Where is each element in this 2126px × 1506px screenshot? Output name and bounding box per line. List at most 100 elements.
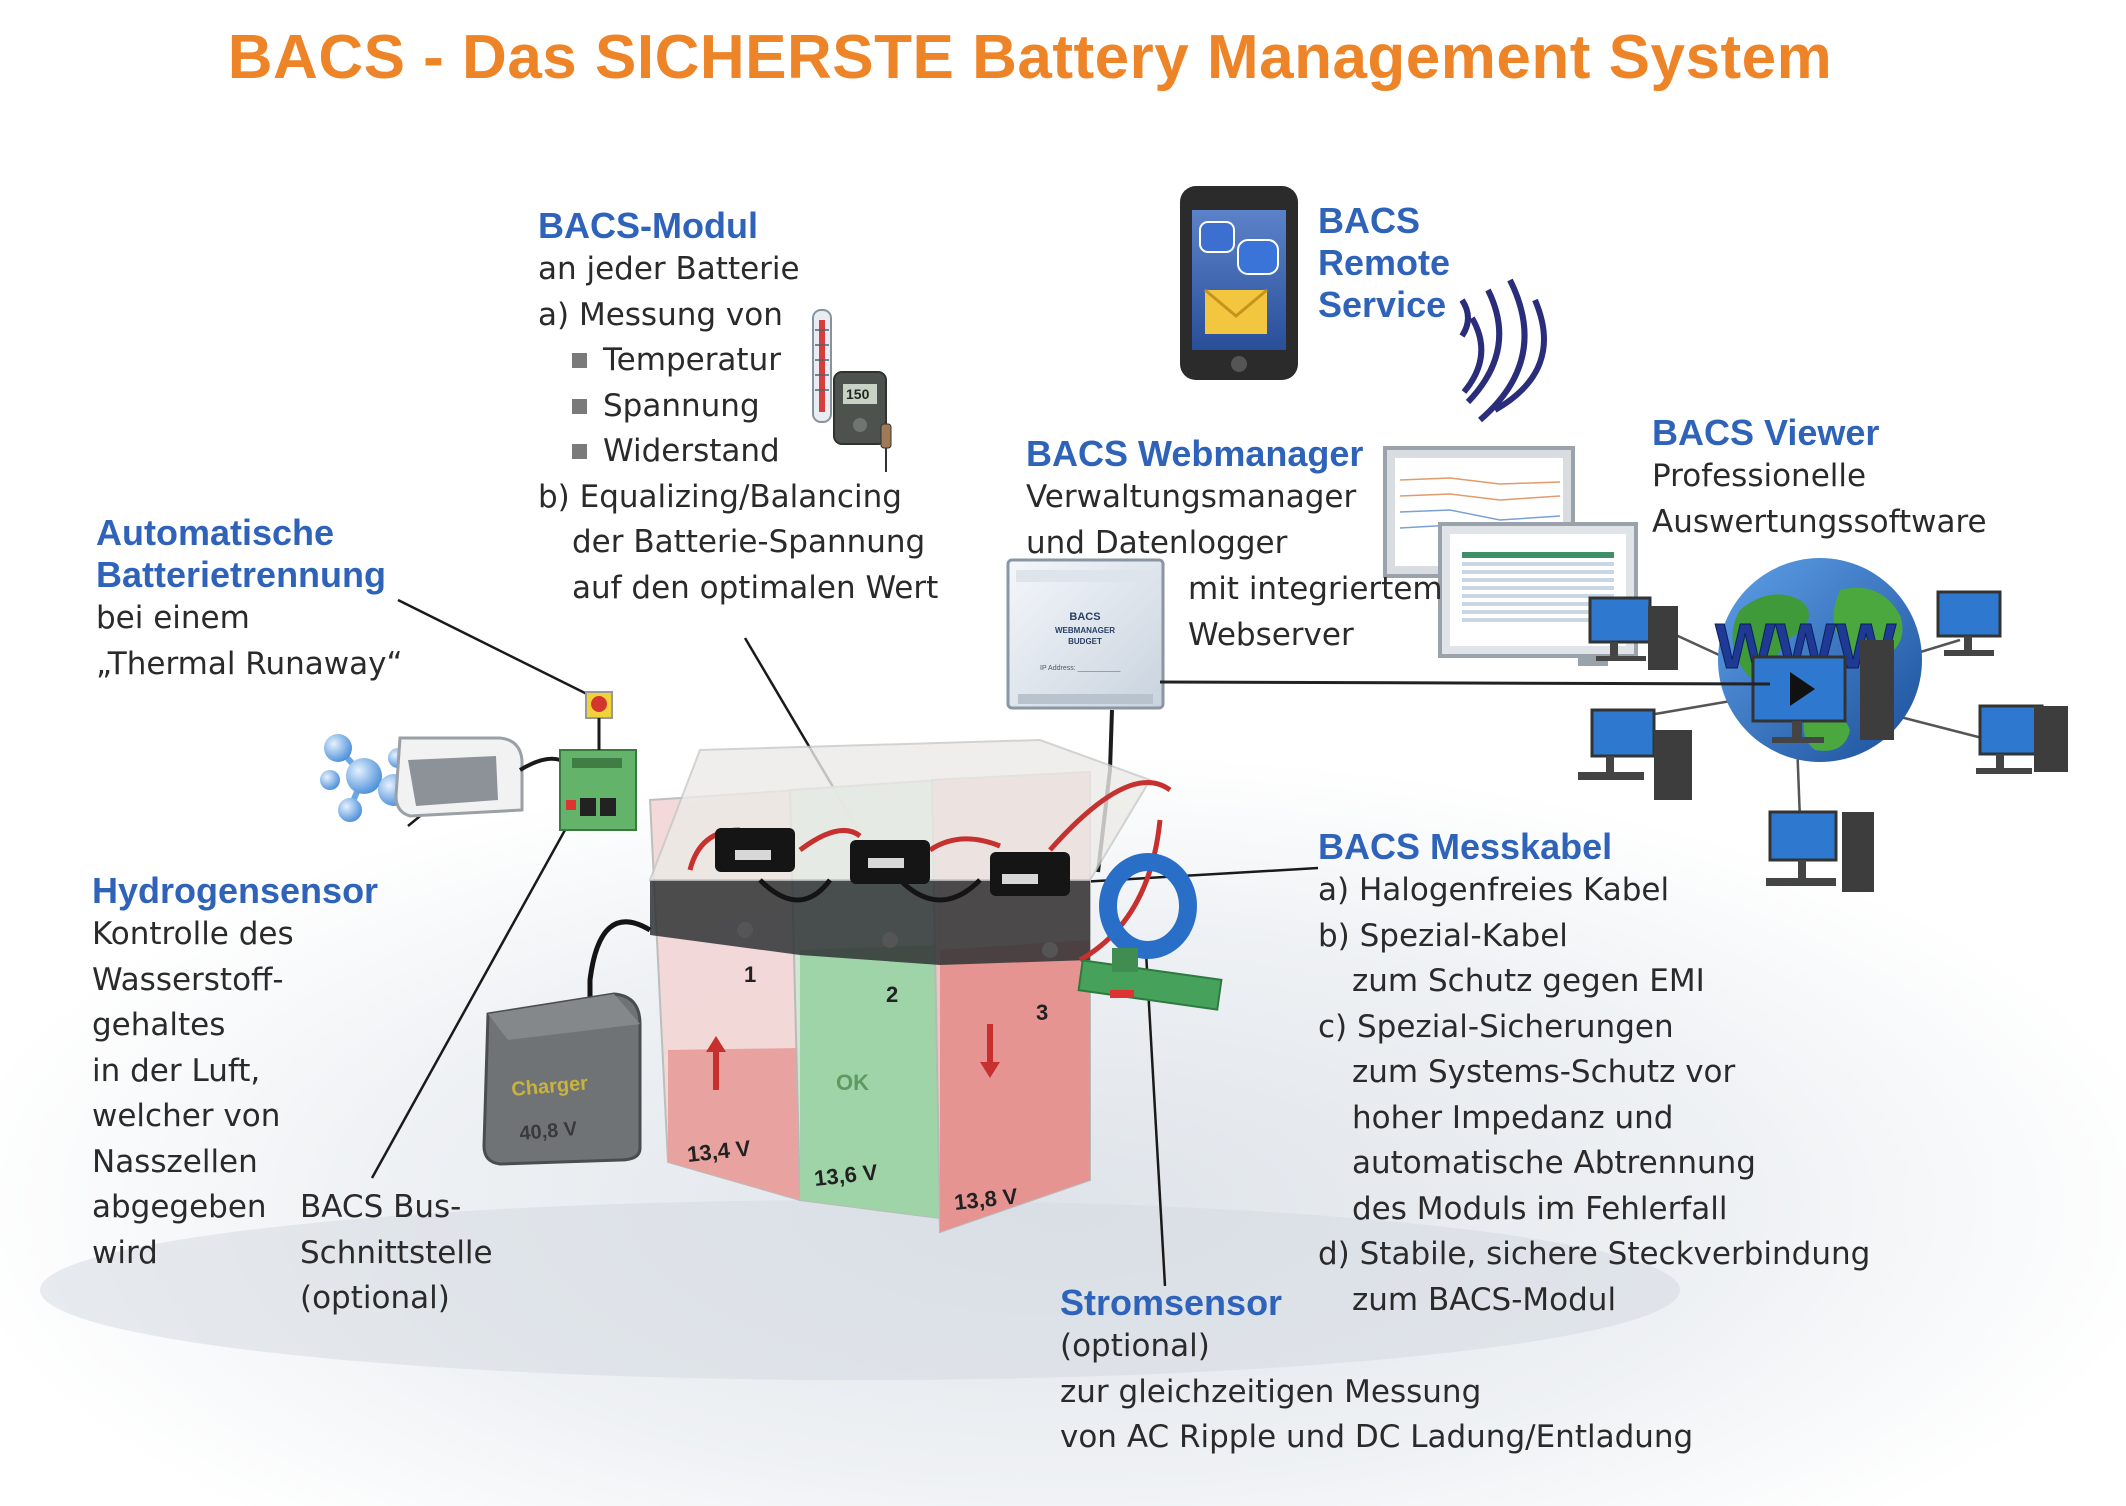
bus-line: (optional) [300, 1280, 450, 1316]
messkabel-text: a) Halogenfreies Kabel b) Spezial-Kabel … [1318, 868, 1870, 1323]
computer-icon-4 [1976, 704, 2068, 774]
webmanager-text: Verwaltungsmanager und Datenlogger [1026, 475, 1363, 566]
charger-icon [482, 992, 642, 1166]
webmanager-section: BACS Webmanager Verwaltungsmanager und D… [1026, 433, 1363, 566]
messkabel-heading: BACS Messkabel [1318, 826, 1613, 867]
remote-heading-line: Remote [1318, 242, 1451, 283]
remote-heading-line: Service [1318, 284, 1447, 325]
hydrogen-line: Kontrolle des [92, 916, 294, 952]
webmanager-network-line [1159, 680, 1771, 686]
webmanager-heading: BACS Webmanager [1026, 433, 1364, 474]
computer-center-icon [1751, 655, 1847, 743]
viewer-section: BACS Viewer Professionelle Auswertungsso… [1652, 412, 1987, 545]
bacs-modul-heading: BACS-Modul [538, 205, 758, 246]
bus-line: Schnittstelle [300, 1234, 493, 1271]
webmanager-device-label-3: BUDGET [1068, 637, 1102, 646]
hydrogen-text: Kontrolle des Wasserstoff- gehaltes in d… [92, 912, 378, 1276]
messkabel-line: zum Schutz gegen EMI [1352, 963, 1705, 999]
bullet-item: Widerstand [538, 429, 938, 475]
strom-heading: Stromsensor [1060, 1282, 1283, 1323]
hydrogen-cable [518, 756, 561, 772]
viewer-line: Professionelle [1652, 458, 1867, 494]
messkabel-line: c) Spezial-Sicherungen [1318, 1008, 1674, 1045]
webmanager-device-icon [1006, 558, 1165, 710]
hydrogen-line: in der Luft, [92, 1052, 261, 1089]
computer-icon-1 [1588, 596, 1678, 670]
bacs-module-icon-1 [715, 828, 795, 872]
hydrogen-line: abgegeben [92, 1189, 267, 1225]
trennung-line: „Thermal Runaway“ [96, 645, 403, 682]
viewer-monitor-front-icon [1438, 522, 1638, 666]
floor-shadow [40, 1200, 1680, 1380]
trennung-section: Automatische Batterietrennung bei einem … [96, 512, 403, 687]
webmanager-line: und Datenlogger [1026, 524, 1288, 561]
messkabel-line: a) Halogenfreies Kabel [1318, 872, 1670, 908]
strom-line: (optional) [1060, 1328, 1210, 1364]
bacs-modul-text: an jeder Batterie a) Messung von Tempera… [538, 247, 938, 611]
messkabel-line: b) Spezial-Kabel [1318, 917, 1568, 954]
bullet-square-icon [572, 388, 603, 424]
bullet-label: Temperatur [603, 342, 781, 378]
bacs-modul-section: BACS-Modul an jeder Batterie a) Messung … [538, 205, 938, 611]
page-title: BACS - Das SICHERSTE Battery Management … [227, 23, 1833, 92]
black-cables [587, 878, 982, 1010]
bacs-modul-line: auf den optimalen Wert [572, 569, 939, 606]
bacs-modul-line: der Batterie-Spannung [572, 524, 926, 560]
wireless-signal-icon [1459, 278, 1547, 423]
thermometer-value: 150 [846, 386, 870, 402]
hydrogen-line: welcher von [92, 1098, 281, 1134]
resistor-icon [880, 405, 892, 472]
bus-interface-icon [559, 749, 637, 831]
webmanager-text-2: mit integriertem Webserver [1188, 567, 1443, 658]
bullet-item: Temperatur [538, 338, 938, 384]
emergency-stop-icon [585, 691, 613, 750]
arrow-up-icon [706, 1036, 726, 1090]
bus-line: BACS Bus- [300, 1189, 462, 1225]
hydrogen-sensor-device-icon [394, 736, 524, 818]
strom-text: (optional) zur gleichzeitigen Messung vo… [1060, 1324, 1693, 1461]
viewer-line: Auswertungssoftware [1652, 503, 1987, 540]
hydrogen-line: Nasszellen [92, 1143, 258, 1180]
hydrogen-line: Wasserstoff- [92, 961, 284, 998]
messkabel-section: BACS Messkabel a) Halogenfreies Kabel b)… [1318, 826, 1870, 1323]
bullet-square-icon [572, 433, 603, 469]
webmanager-line: mit integriertem [1188, 571, 1443, 607]
bullet-square-icon [572, 342, 603, 378]
computer-icon-3 [1860, 590, 2002, 740]
computer-icon-2 [1578, 708, 1692, 800]
arrow-down-icon [980, 1024, 1000, 1078]
trennung-line: bei einem [96, 600, 250, 636]
hydrogen-molecule-icon [320, 734, 410, 822]
trennung-text: bei einem „Thermal Runaway“ [96, 596, 403, 687]
battery-2-number: 2 [886, 982, 898, 1007]
current-sensor-icon [1077, 853, 1223, 1011]
viewer-text: Professionelle Auswertungssoftware [1652, 454, 1987, 545]
strom-section: Stromsensor (optional) zur gleichzeitige… [1060, 1282, 1693, 1461]
strom-line: von AC Ripple und DC Ladung/Entladung [1060, 1419, 1694, 1455]
bacs-module-icon-2 [850, 840, 930, 884]
messkabel-line: d) Stabile, sichere Steckverbindung [1318, 1236, 1871, 1272]
strom-line: zur gleichzeitigen Messung [1060, 1373, 1482, 1410]
messkabel-line: automatische Abtrennung [1352, 1145, 1756, 1181]
trennung-heading-line: Automatische [96, 512, 335, 553]
hydrogen-line: wird [92, 1234, 158, 1271]
hydrogen-heading: Hydrogensensor [92, 870, 379, 911]
webmanager-line: Verwaltungsmanager [1026, 479, 1357, 515]
webmanager-ip-label: IP Address: ___________ [1040, 665, 1121, 672]
hydrogen-section: Hydrogensensor Kontrolle des Wasserstoff… [92, 870, 378, 1276]
charger-voltage: 40,8 V [519, 1118, 579, 1145]
remote-service-heading: BACS Remote Service [1318, 200, 1450, 326]
webmanager-line: Webserver [1188, 616, 1354, 653]
temperature-display-icon [833, 371, 887, 445]
bacs-modul-line: an jeder Batterie [538, 251, 800, 287]
battery-2-status: OK [836, 1070, 869, 1095]
bullet-label: Spannung [603, 387, 760, 424]
trennung-heading-line: Batterietrennung [96, 554, 387, 595]
battery-3-number: 3 [1036, 1000, 1048, 1025]
messkabel-line: zum Systems-Schutz vor [1352, 1054, 1736, 1090]
messkabel-line: zum BACS-Modul [1352, 1281, 1617, 1318]
webmanager-device-label-2: WEBMANAGER [1055, 626, 1115, 635]
smartphone-icon [1180, 186, 1298, 380]
bullet-label: Widerstand [603, 433, 780, 469]
